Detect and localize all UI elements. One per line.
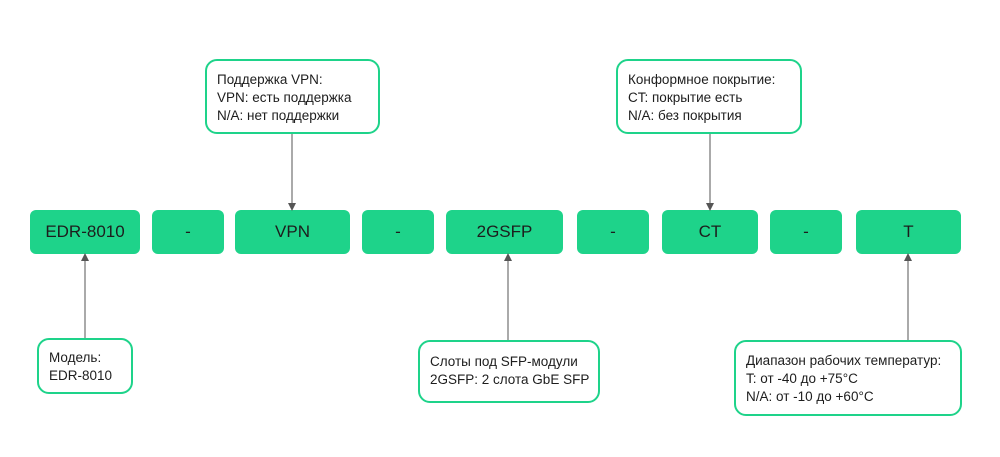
segment-dash-3-label: - bbox=[610, 222, 616, 241]
segment-dash-1: - bbox=[152, 210, 224, 254]
segment-sfp-label: 2GSFP bbox=[476, 222, 533, 241]
note-model: Модель: EDR-8010 bbox=[37, 338, 133, 394]
note-temp-line-1: Диапазон рабочих температур: bbox=[746, 353, 942, 368]
segment-dash-2: - bbox=[362, 210, 434, 254]
note-temp-line-2: T: от -40 до +75°C bbox=[746, 371, 858, 386]
segment-dash-3: - bbox=[577, 210, 649, 254]
note-temp-line-3: N/A: от -10 до +60°C bbox=[746, 389, 874, 404]
note-model-line-2: EDR-8010 bbox=[49, 368, 113, 383]
note-vpn-line-1: Поддержка VPN: bbox=[217, 72, 323, 87]
segment-temp: T bbox=[856, 210, 961, 254]
segment-model-label: EDR-8010 bbox=[45, 222, 125, 241]
segment-dash-1-label: - bbox=[185, 222, 191, 241]
segment-dash-4-label: - bbox=[803, 222, 809, 241]
segment-temp-label: T bbox=[903, 222, 914, 241]
note-vpn-line-3: N/A: нет поддержки bbox=[217, 108, 340, 123]
segment-dash-4: - bbox=[770, 210, 842, 254]
segment-vpn: VPN bbox=[235, 210, 350, 254]
note-coating-line-3: N/A: без покрытия bbox=[628, 108, 742, 123]
segment-sfp: 2GSFP bbox=[446, 210, 563, 254]
segment-dash-2-label: - bbox=[395, 222, 401, 241]
note-coating: Конформное покрытие: CT: покрытие есть N… bbox=[616, 59, 802, 134]
note-sfp-line-1: Слоты под SFP-модули bbox=[430, 354, 578, 369]
note-temp: Диапазон рабочих температур: T: от -40 д… bbox=[734, 340, 962, 416]
segment-ct: CT bbox=[662, 210, 758, 254]
note-sfp-line-2: 2GSFP: 2 слота GbE SFP bbox=[430, 372, 590, 387]
segment-model: EDR-8010 bbox=[30, 210, 140, 254]
note-vpn: Поддержка VPN: VPN: есть поддержка N/A: … bbox=[205, 59, 380, 134]
note-model-line-1: Модель: bbox=[49, 350, 102, 365]
note-coating-line-1: Конформное покрытие: bbox=[628, 72, 776, 87]
segment-vpn-label: VPN bbox=[275, 222, 310, 241]
note-sfp: Слоты под SFP-модули 2GSFP: 2 слота GbE … bbox=[418, 340, 600, 403]
note-coating-line-2: CT: покрытие есть bbox=[628, 90, 743, 105]
note-vpn-line-2: VPN: есть поддержка bbox=[217, 90, 352, 105]
segment-ct-label: CT bbox=[698, 222, 722, 241]
